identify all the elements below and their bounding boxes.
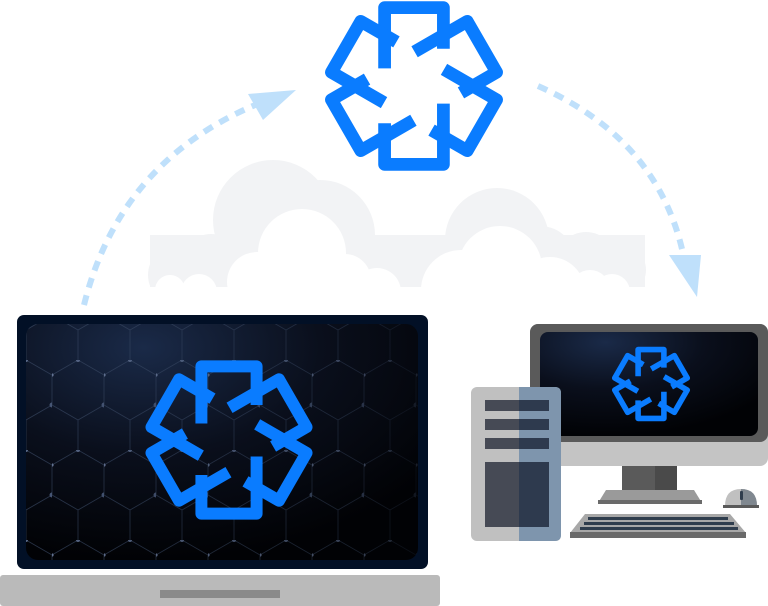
arrow-up-to-cloud-icon bbox=[81, 90, 296, 306]
arrow-down-to-desktop-icon bbox=[536, 83, 701, 297]
desktop-tower bbox=[471, 387, 561, 541]
mouse bbox=[723, 489, 759, 508]
keyboard bbox=[570, 514, 746, 538]
cloud-shape bbox=[140, 160, 660, 330]
laptop bbox=[0, 315, 440, 606]
desktop-monitor bbox=[530, 324, 768, 504]
cloud-logo-icon bbox=[331, 8, 496, 165]
